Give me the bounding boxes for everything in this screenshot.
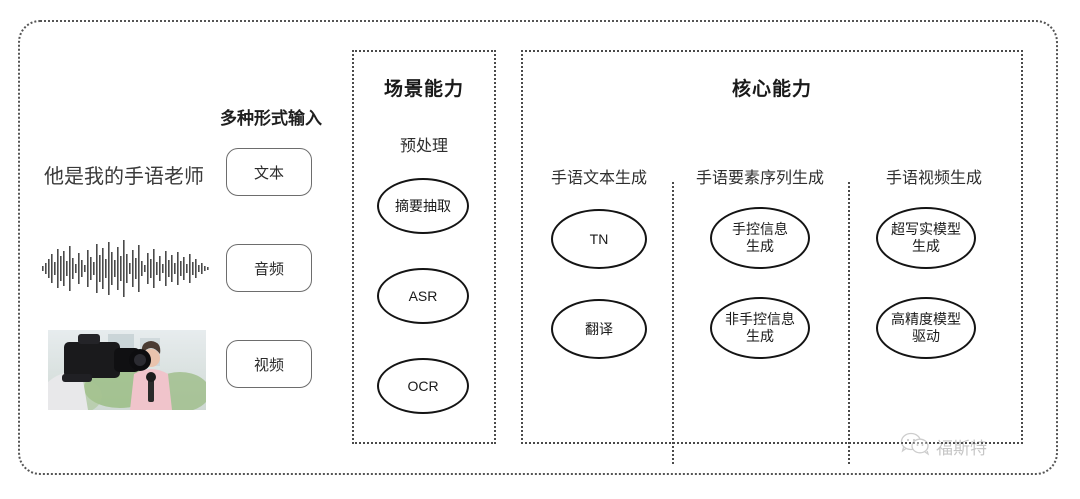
core-divider-2 (848, 182, 850, 464)
modality-pill-video[interactable]: 视频 (226, 340, 312, 388)
scene-capability-subtitle: 预处理 (399, 138, 448, 155)
core-node-nonmanual-info-line1: 非手控信息 (725, 311, 795, 328)
modality-pill-text[interactable]: 文本 (226, 148, 312, 196)
input-panel-label: 多种形式输入 (220, 109, 322, 128)
core-column-3-header: 手语视频生成 (885, 170, 982, 187)
modality-pill-text-label: 文本 (253, 164, 284, 182)
scene-node-ocr[interactable]: OCR (377, 358, 469, 414)
core-node-hyperreal-model-line2: 生成 (912, 238, 940, 254)
core-capability-title: 核心能力 (731, 79, 812, 100)
scene-node-asr-label: ASR (408, 287, 438, 304)
core-node-tn[interactable]: TN (551, 209, 647, 269)
core-column-2-header: 手语要素序列生成 (695, 170, 824, 187)
core-node-manual-info-line2: 生成 (746, 238, 774, 254)
core-node-highprecision-model-line2: 驱动 (912, 328, 940, 344)
core-node-nonmanual-info[interactable]: 非手控信息 生成 (710, 297, 810, 359)
core-capability-section: 核心能力 手语文本生成 TN 翻译 手语要素序列生成 手控信息 生成 非手控信息… (521, 50, 1023, 464)
scene-node-summary[interactable]: 摘要抽取 (377, 178, 469, 234)
core-node-translation[interactable]: 翻译 (551, 299, 647, 359)
scene-node-ocr-label: OCR (407, 377, 439, 394)
core-node-translation-label: 翻译 (585, 320, 613, 337)
audio-waveform-icon (42, 238, 210, 298)
scene-node-summary-label: 摘要抽取 (395, 197, 451, 214)
core-node-manual-info-line1: 手控信息 (732, 221, 788, 238)
core-node-manual-info[interactable]: 手控信息 生成 (710, 207, 810, 269)
scene-node-asr[interactable]: ASR (377, 268, 469, 324)
scene-capability-section: 场景能力 预处理 摘要抽取 ASR OCR (352, 50, 496, 444)
watermark-text: 福斯特 (936, 439, 987, 458)
core-node-highprecision-model-line1: 高精度模型 (891, 311, 961, 328)
core-divider-1 (672, 182, 674, 464)
scene-capability-title: 场景能力 (383, 79, 464, 100)
core-column-1-header: 手语文本生成 (550, 170, 647, 187)
modality-pill-video-label: 视频 (253, 356, 284, 374)
wechat-icon (900, 432, 930, 461)
video-thumbnail (48, 330, 206, 410)
core-node-hyperreal-model-line1: 超写实模型 (891, 221, 961, 238)
core-node-tn-label: TN (589, 230, 609, 247)
sample-input-text: 他是我的手语老师 (44, 166, 204, 188)
watermark: 福斯特 (900, 432, 987, 461)
modality-pill-audio-label: 音频 (253, 260, 284, 278)
modality-pill-audio[interactable]: 音频 (226, 244, 312, 292)
outer-frame (18, 20, 1058, 475)
core-node-nonmanual-info-line2: 生成 (746, 328, 774, 344)
core-node-hyperreal-model[interactable]: 超写实模型 生成 (876, 207, 976, 269)
core-node-highprecision-model[interactable]: 高精度模型 驱动 (876, 297, 976, 359)
